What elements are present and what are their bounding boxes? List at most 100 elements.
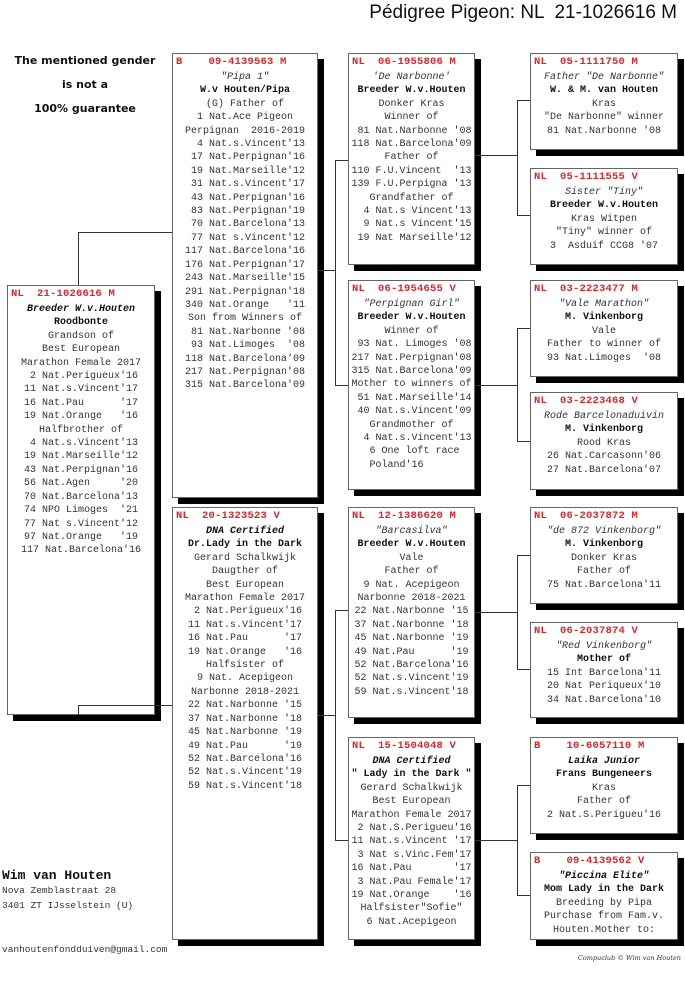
pigeon-info-line: Narbonne 2018-2021 (357, 593, 466, 605)
pigeon-info-line: Father of (384, 566, 439, 578)
pigeon-info-line: 110 F.U.Vincent '13 (351, 165, 472, 177)
pigeon-info-line: 75 Nat.Barcelona'11 (546, 579, 662, 591)
pigeon-info-line: Halfbrother of (38, 424, 123, 436)
connector-line (517, 785, 518, 896)
pigeon-info-line: Gerard Schalkwijk (193, 552, 297, 564)
pigeon-info-line: 56 Nat.Agen '20 (23, 478, 139, 490)
pigeon-info-line: 20 Nat Periqueux'10 (546, 681, 662, 693)
pigeon-info-line: 27 Nat.Barcelona'07 (546, 464, 662, 476)
pigeon-info-line: 9 Nat. Acepigeon (196, 673, 293, 685)
pigeon-info-line: 31 Nat.s.Vincent'17 (184, 179, 306, 191)
connector-line (318, 715, 335, 716)
pigeon-info-line: Roodbonte (53, 317, 108, 329)
pigeon-info-line: 315 Nat.Barcelona'09 (184, 380, 306, 392)
pigeon-info-line: 3 Asduif CCG8 '07 (549, 240, 659, 252)
pigeon-info-line: 70 Nat.Barcelona'13 (184, 219, 306, 231)
pigeon-info-line: Dr.Lady in the Dark (187, 539, 303, 551)
connector-line (517, 215, 530, 216)
pigeon-card-fm[interactable]: NL 06-1954655 V"Perpignan Girl"Breeder W… (348, 280, 475, 490)
owner-email[interactable]: vanhoutenfondduiven@gmail.com (2, 944, 168, 955)
pigeon-card-ff[interactable]: NL 06-1955806 M'De Narbonne'Breeder W.v.… (348, 53, 475, 265)
pigeon-info-line: 16 Nat.Pau '17 (187, 633, 303, 645)
disclaimer-line: 100% guarantee (34, 102, 136, 115)
pigeon-info-line: Sister "Tiny" (564, 187, 643, 198)
pigeon-info-line: 59 Nat.s.Vincent'18 (187, 780, 303, 792)
pigeon-info-line: 2 Nat.S.Perigueu'16 (351, 823, 472, 835)
pigeon-info-line: 45 Nat.Narbonne '19 (354, 633, 469, 645)
pigeon-info-line: 4 Nat.s.Vincent'13 (351, 433, 472, 445)
pigeon-info-line: 37 Nat.Narbonne '18 (354, 619, 469, 631)
pigeon-card-fmf[interactable]: NL 03-2223477 M"Vale Marathon"M. Vinkenb… (530, 280, 678, 377)
pigeon-info-line: 19 Nat.Marseille'12 (184, 165, 306, 177)
copyright-credit: Compuclub © Wim van Houten (577, 954, 681, 962)
pigeon-info-line: 51 Nat.Marseille'14 (351, 392, 472, 404)
pigeon-info-line: "de 872 Vinkenborg" (546, 526, 662, 537)
connector-line (517, 100, 518, 216)
pigeon-info-line: 'De Narbonne' (372, 72, 451, 83)
ring-number: NL 03-2223468 V (534, 395, 639, 407)
pigeon-info-line: 52 Nat.s.Vincent'19 (354, 673, 469, 685)
pigeon-info-line: 26 Nat.Carcasonn'06 (546, 451, 662, 463)
pigeon-info-line: 93 Nat.Limoges '08 (184, 340, 306, 352)
pigeon-info-line: 93 Nat.Limoges '08 (546, 352, 662, 364)
ring-number: NL 21-1026616 M (11, 288, 116, 300)
pigeon-info-line: Frans Bungeneers (555, 769, 652, 781)
pigeon-info-line: Breeder W.v.Houten (549, 200, 659, 212)
pigeon-info-line: M. Vinkenborg (564, 539, 643, 551)
pigeon-info-line: Rood Kras (576, 437, 631, 449)
pigeon-info-line: 243 Nat.Marseille'15 (184, 273, 306, 285)
pigeon-info-line: Father of (576, 796, 631, 808)
connector-line (78, 705, 172, 706)
connector-line (517, 328, 518, 442)
pigeon-info-line: 52 Nat.Barcelona'16 (354, 660, 469, 672)
pigeon-card-mff[interactable]: NL 06-2037872 M"de 872 Vinkenborg"M. Vin… (530, 507, 678, 604)
pigeon-info-line: "Vale Marathon" (558, 299, 649, 310)
ring-number: B 09-4139563 M (176, 56, 287, 68)
pigeon-info-line: 176 Nat.Perpignan'17 (184, 259, 306, 271)
pigeon-info-line: " Lady in the Dark " (351, 769, 472, 781)
pigeon-info-line: Kras (591, 782, 616, 794)
disclaimer-line: The mentioned gender (14, 54, 156, 67)
pigeon-info-line: Son from Winners of (187, 313, 303, 325)
ring-number: NL 06-1955806 M (352, 56, 457, 68)
pigeon-info-line: 16 Nat.Pau '17 (23, 397, 139, 409)
connector-line (335, 610, 336, 841)
pigeon-info-line: "Perpignan Girl" (363, 299, 460, 310)
pigeon-card-mf[interactable]: NL 12-1386620 M"Barcasilva"Breeder W.v.H… (348, 507, 475, 718)
ring-number: NL 12-1386620 M (352, 510, 457, 522)
connector-line (335, 610, 348, 611)
pigeon-info-line: M. Vinkenborg (564, 424, 643, 436)
pigeon-card-father[interactable]: B 09-4139563 M"Pipa 1"W.v Houten/Pipa(G)… (172, 53, 318, 498)
ring-number: NL 20-1323523 V (176, 510, 281, 522)
pigeon-info-line: 49 Nat.Pau '19 (354, 646, 469, 658)
pigeon-info-line: 81 Nat.Narbonne '08 (546, 125, 662, 137)
pigeon-info-line: 40 Nat.s.Vincent'09 (351, 406, 472, 418)
pigeon-info-line: Breeder W.v.Houten (357, 312, 466, 324)
pigeon-info-line: 118 Nat.Barcelona'09 (351, 139, 472, 151)
pigeon-info-line: 19 Nat.Orange '16 (23, 411, 139, 423)
pigeon-info-line: 45 Nat.Narbonne '19 (187, 727, 303, 739)
pigeon-info-line: Father to winner of (546, 339, 662, 351)
pigeon-info-line: Donker Kras (570, 552, 637, 564)
connector-line (335, 840, 348, 841)
pigeon-info-line: "Tiny" winner of (555, 227, 652, 239)
pigeon-info-line: Vale (591, 325, 616, 337)
pigeon-info-line: Perpignan 2016-2019 (184, 125, 306, 137)
pigeon-info-line: 16 Nat.Pau '17 (351, 863, 472, 875)
pigeon-card-mfm[interactable]: NL 06-2037874 V"Red Vinkenborg"Mother of… (530, 622, 678, 718)
connector-line (78, 705, 79, 715)
pigeon-info-line: 19 Nat.Orange '16 (351, 890, 472, 902)
pigeon-info-line: Donker Kras (378, 98, 445, 110)
pigeon-info-line: DNA Certified (372, 756, 451, 767)
pigeon-info-line: 2 Nat.S.Perigueu'16 (546, 809, 662, 821)
owner-info: Wim van Houten Nova Zemblastraat 28 3401… (2, 868, 133, 913)
pigeon-info-line: 217 Nat.Perpignan'08 (184, 366, 306, 378)
pigeon-card-mmm[interactable]: B 09-4139562 V"Piccina Elite"Mom Lady in… (530, 852, 678, 940)
